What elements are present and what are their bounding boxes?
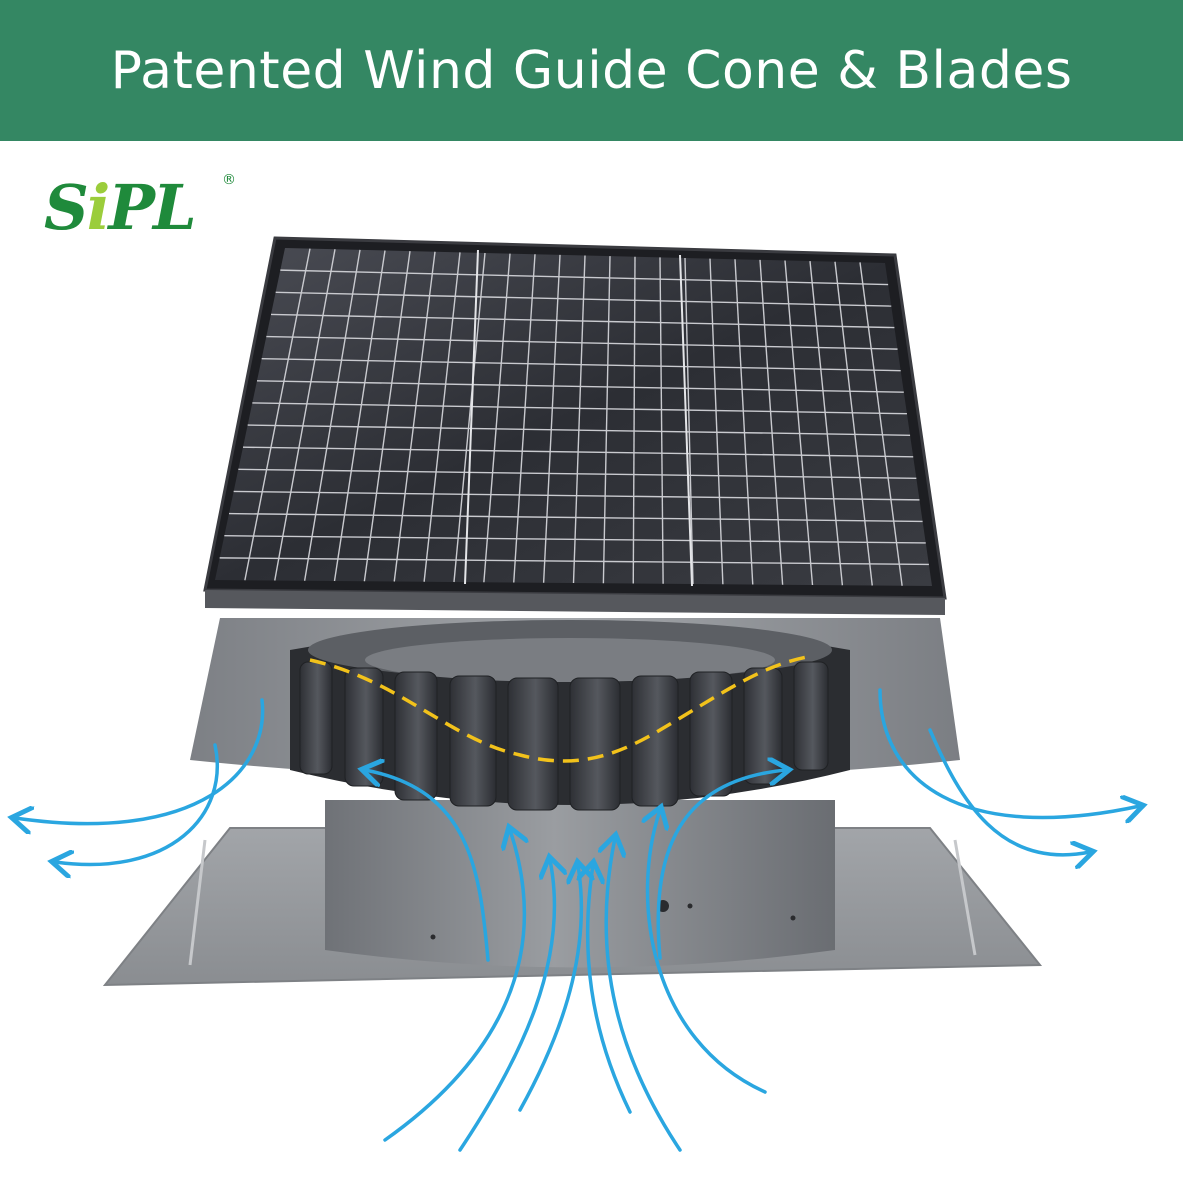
cell-gridline xyxy=(709,258,724,585)
airflow-arrow xyxy=(518,865,581,1112)
cell-gridline xyxy=(333,250,386,582)
cell-gridline xyxy=(632,256,636,584)
cell-gridline xyxy=(834,261,873,586)
cell-gridline xyxy=(270,313,895,329)
airflow-arrow xyxy=(656,770,786,960)
cell-gridline xyxy=(423,252,461,582)
cell-gridline xyxy=(734,259,754,585)
solar-panel xyxy=(203,236,947,615)
cell-gridline xyxy=(542,254,561,583)
logo-wordmark: SiPL xyxy=(44,171,197,244)
cell-gridline xyxy=(453,252,486,583)
airflow-arrow xyxy=(878,688,1140,818)
brand-logo: SiPL ® xyxy=(44,171,236,262)
cell-gridline xyxy=(363,251,411,582)
banner-title: Patented Wind Guide Cone & Blades xyxy=(110,40,1073,101)
cell-gridline xyxy=(809,261,844,586)
product-illustration xyxy=(0,236,1183,1152)
cell-gridline xyxy=(759,259,784,585)
airflow-arrow xyxy=(458,860,554,1152)
fan-blade-ring xyxy=(290,620,850,811)
cell-gridline xyxy=(228,512,923,523)
cell-gridline xyxy=(859,262,903,586)
cell-gridline xyxy=(513,254,536,583)
title-banner: Patented Wind Guide Cone & Blades xyxy=(0,0,1183,141)
cell-gridline xyxy=(224,535,926,544)
cell-gridline xyxy=(219,557,929,566)
cell-gridline xyxy=(244,248,311,581)
airflow-arrows xyxy=(15,688,1140,1152)
cell-gridline xyxy=(572,255,586,584)
cell-gridline xyxy=(233,490,920,501)
cell-gridline xyxy=(784,260,814,586)
airflow-arrow xyxy=(928,728,1090,855)
cell-gridline xyxy=(247,424,911,436)
cell-gridline xyxy=(393,251,436,582)
cell-gridline xyxy=(274,249,336,581)
cell-gridline xyxy=(242,446,914,458)
cell-gridline xyxy=(252,402,907,415)
registered-mark: ® xyxy=(222,172,236,188)
cell-gridline xyxy=(275,291,892,307)
airflow-arrow xyxy=(606,838,682,1152)
cell-gridline xyxy=(238,468,917,480)
cell-gridline xyxy=(684,257,694,585)
airflow-arrow xyxy=(55,743,219,865)
cell-gridline xyxy=(303,249,361,581)
airflow-arrow xyxy=(588,865,632,1114)
cell-gridline xyxy=(602,256,611,584)
cell-gridline xyxy=(280,269,889,286)
airflow-arrow xyxy=(365,770,490,962)
cell-gridline xyxy=(659,257,664,584)
solar-cell-grid xyxy=(219,248,929,586)
cell-gridline xyxy=(483,253,511,583)
airflow-arrow xyxy=(383,830,524,1142)
airflow-arrow xyxy=(648,810,767,1094)
cell-gridline xyxy=(261,357,901,372)
cell-gridline xyxy=(256,380,904,393)
cell-gridline xyxy=(266,335,898,350)
wind-guide-curve xyxy=(309,654,813,763)
